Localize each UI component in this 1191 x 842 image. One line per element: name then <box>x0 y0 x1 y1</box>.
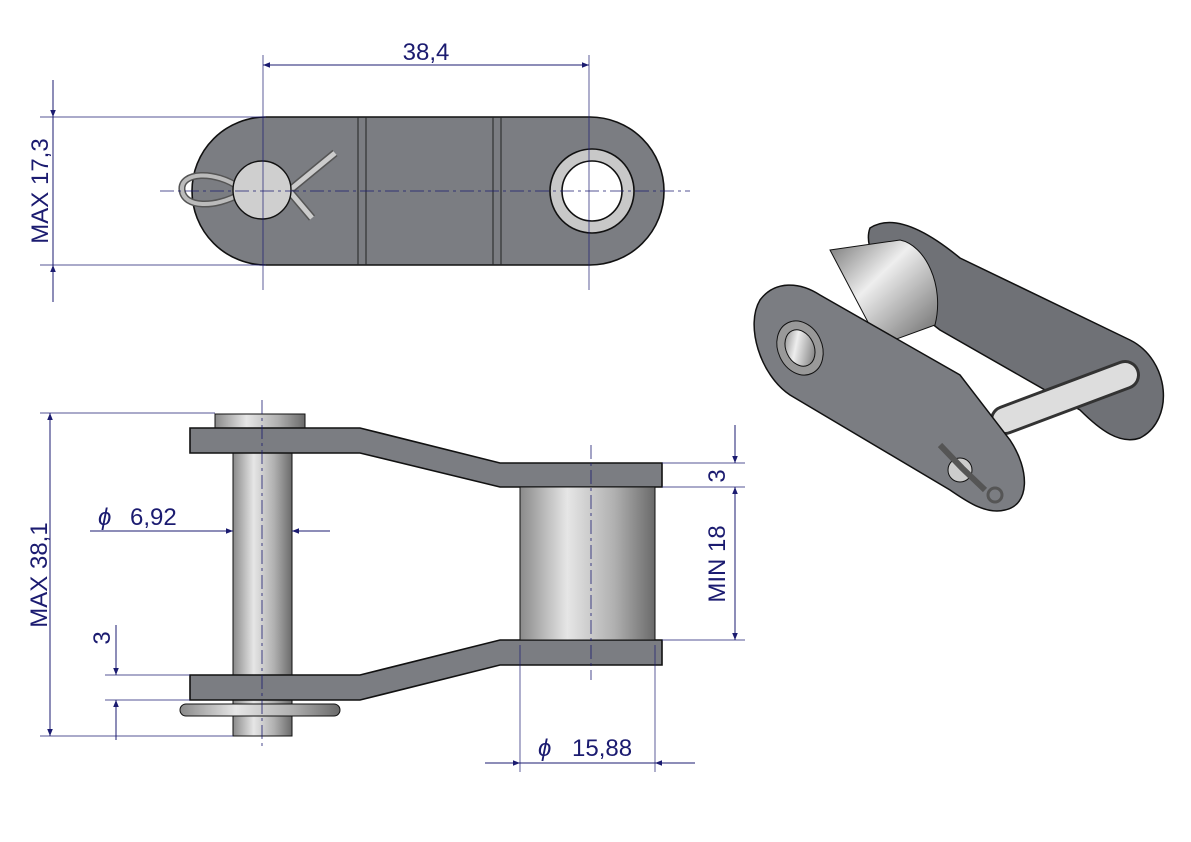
cotter-pin-icon <box>178 149 338 221</box>
right-thickness-dimension: 3 <box>704 469 731 482</box>
top-view: 38,4 MAX 17,3 <box>27 39 690 302</box>
isometric-view <box>753 221 1165 512</box>
pin-diameter-symbol: ϕ <box>98 504 111 531</box>
bushing-diameter-symbol: ϕ <box>538 735 551 762</box>
cotter-pin <box>179 703 341 717</box>
pin <box>232 452 293 676</box>
height-dimension: MAX 17,3 <box>27 138 54 243</box>
inner-width-dimension: MIN 18 <box>704 525 731 602</box>
bushing-diameter-dimension: 15,88 <box>572 735 632 762</box>
side-view: MAX 38,1 ϕ 6,92 3 3 MIN 18 ϕ 15,88 <box>26 400 745 772</box>
width-dimension: 38,4 <box>403 39 450 66</box>
overall-height-dimension: MAX 38,1 <box>26 522 53 627</box>
left-thickness-dimension: 3 <box>89 631 116 644</box>
pin-diameter-dimension: 6,92 <box>130 504 177 531</box>
bushing <box>519 486 656 641</box>
iso-pin <box>993 363 1137 432</box>
